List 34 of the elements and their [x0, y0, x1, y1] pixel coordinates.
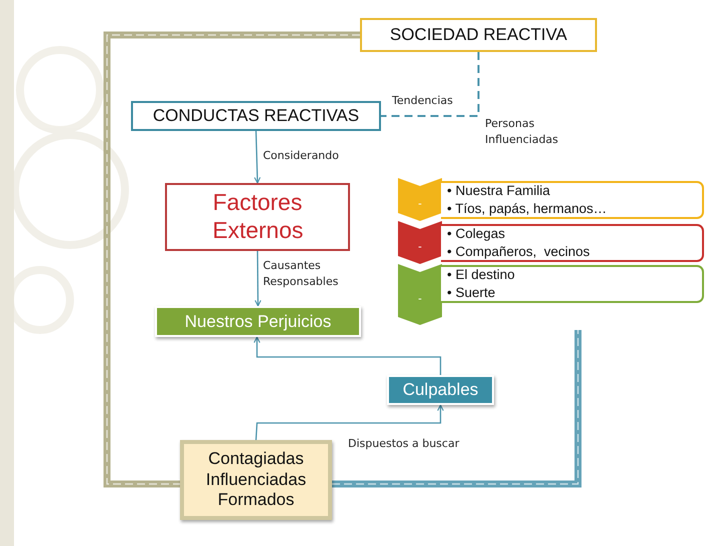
bullet-item: • Compañeros, vecinos [447, 243, 590, 261]
bullet-list-box [441, 265, 704, 303]
chevron-shape [398, 178, 442, 221]
chevron-label: - [418, 198, 422, 210]
bullet-item: • El destino [447, 266, 515, 284]
process-box [131, 101, 381, 131]
process-box [155, 306, 361, 337]
box-label: CONDUCTAS REACTIVAS [152, 106, 360, 126]
box-label: Nuestros Perjuicios [184, 312, 332, 332]
box-label: Contagiadas Influenciadas Formados [204, 449, 308, 511]
bullet-item: • Tíos, papás, hermanos… [447, 200, 607, 218]
process-box [180, 440, 332, 520]
chevron-label: - [418, 292, 422, 304]
bullet-item: • Colegas [447, 225, 506, 243]
process-box [360, 18, 597, 52]
connector-arrow [254, 336, 442, 375]
connector-arrow [254, 251, 262, 307]
process-box [165, 183, 350, 251]
chevron-label: - [418, 240, 422, 252]
box-label: SOCIEDAD REACTIVA [390, 25, 568, 45]
bullet-item: • Nuestra Familia [447, 182, 552, 200]
box-label: Factores Externos [212, 189, 302, 245]
connector-arrow [255, 404, 444, 440]
chevron-shape [398, 221, 442, 264]
dashed-band-connector [104, 32, 360, 488]
bullet-list-box [441, 224, 704, 262]
bullet-item: • Suerte [447, 284, 496, 302]
dashed-band-connector [332, 330, 582, 488]
process-box [387, 375, 494, 405]
bullet-list-box [441, 181, 704, 219]
connector-arrow [254, 130, 261, 184]
box-label: Culpables [402, 380, 478, 400]
edge-label: Dispuestos a buscar [347, 436, 460, 452]
chevron-shape [398, 264, 442, 325]
